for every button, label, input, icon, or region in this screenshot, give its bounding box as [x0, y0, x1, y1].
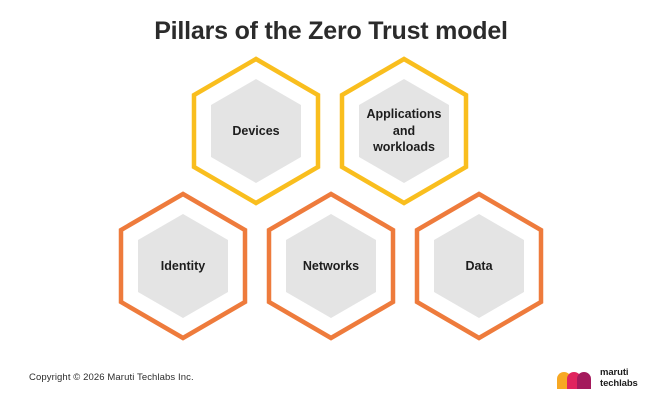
hexagon-inner-fill	[434, 214, 524, 318]
hexagon-outline	[118, 191, 248, 341]
pillar-hexagon-data[interactable]: Data	[404, 191, 554, 341]
hexagon-outline	[414, 191, 544, 341]
logo-wordmark: maruti techlabs	[600, 368, 638, 389]
pillar-hexagon-identity[interactable]: Identity	[108, 191, 258, 341]
logo-mark-icon	[557, 372, 591, 389]
hexagon-outline	[266, 191, 396, 341]
hexagon-inner-fill	[286, 214, 376, 318]
pillar-hexagon-applications-and-workloads[interactable]: Applications and workloads	[329, 56, 479, 206]
hexagon-inner-fill	[211, 79, 301, 183]
hexagon-outline	[191, 56, 321, 206]
pillar-hexagon-networks[interactable]: Networks	[256, 191, 406, 341]
page-title: Pillars of the Zero Trust model	[154, 17, 508, 45]
copyright-text: Copyright © 2026 Maruti Techlabs Inc.	[29, 372, 194, 383]
hexagon-outline	[339, 56, 469, 206]
logo-wordmark-line2: techlabs	[600, 378, 638, 389]
maruti-techlabs-logo: maruti techlabs	[556, 365, 652, 393]
hexagon-inner-fill	[359, 79, 449, 183]
logo-wordmark-line1: maruti	[600, 367, 629, 379]
hexagon-inner-fill	[138, 214, 228, 318]
pillar-hexagon-devices[interactable]: Devices	[181, 56, 331, 206]
